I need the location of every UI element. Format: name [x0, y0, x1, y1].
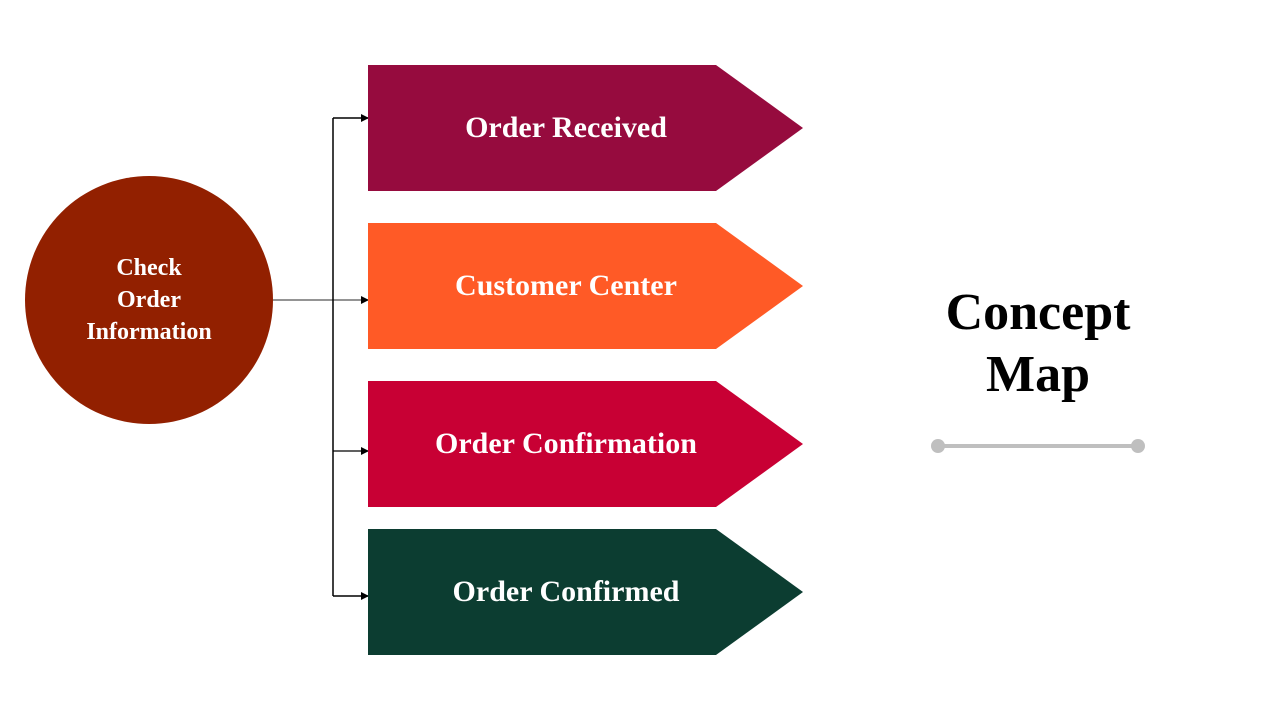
step-label: Order Received: [465, 111, 667, 144]
step-label: Order Confirmation: [435, 427, 697, 460]
step-customer-center: Customer Center: [368, 223, 803, 349]
decorative-divider: [931, 439, 1145, 453]
hub-circle: Check Order Information: [25, 176, 273, 424]
divider-dot-left: [931, 439, 945, 453]
title-line-1: Concept: [945, 284, 1131, 341]
step-order-confirmation: Order Confirmation: [368, 381, 803, 507]
step-order-received: Order Received: [368, 65, 803, 191]
hub-label-line-1: Check: [116, 255, 182, 281]
step-label: Order Confirmed: [452, 575, 680, 608]
step-order-confirmed: Order Confirmed: [368, 529, 803, 655]
page-title: Concept Map: [900, 282, 1176, 406]
step-label: Customer Center: [455, 269, 677, 302]
hub-label-line-3: Information: [86, 319, 212, 345]
hub-label-line-2: Order: [117, 287, 181, 313]
divider-dot-right: [1131, 439, 1145, 453]
title-line-2: Map: [986, 346, 1090, 403]
